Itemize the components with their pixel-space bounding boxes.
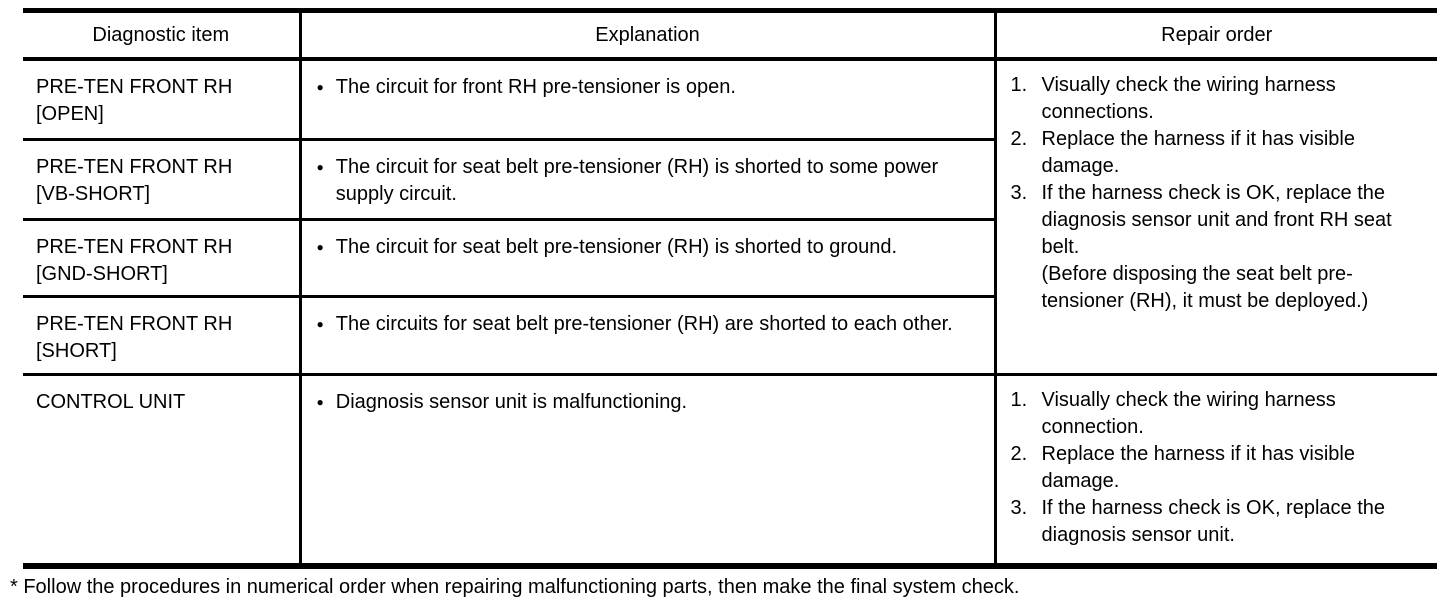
header-row: Diagnostic item Explanation Repair order — [23, 10, 1437, 61]
repair-order-cell: Visually check the wiring harness connec… — [993, 57, 1437, 374]
explanation-cell: ● The circuits for seat belt pre-tension… — [298, 294, 995, 374]
explanation-cell: ● The circuit for seat belt pre-tensione… — [298, 137, 995, 219]
bullet-icon: ● — [316, 239, 324, 254]
bullet-icon: ● — [316, 316, 324, 331]
column-header-repair-order: Repair order — [993, 10, 1437, 61]
repair-step: If the harness check is OK, replace the … — [1011, 180, 1392, 312]
table-row: PRE-TEN FRONT RH [OPEN] ● The circuit fo… — [23, 57, 1437, 374]
explanation-entry: ● The circuit for front RH pre-tensioner… — [317, 74, 984, 101]
column-header-explanation: Explanation — [298, 10, 995, 61]
explanation-entry: ● The circuits for seat belt pre-tension… — [317, 311, 984, 338]
explanation-text: Diagnosis sensor unit is malfunctioning. — [335, 390, 688, 413]
bullet-icon: ● — [316, 394, 324, 409]
explanation-entry: ● The circuit for seat belt pre-tensione… — [317, 154, 984, 208]
explanation-cell: ● The circuit for front RH pre-tensioner… — [298, 57, 995, 139]
explanation-cell: ● The circuit for seat belt pre-tensione… — [298, 217, 995, 296]
repair-steps-list: Visually check the wiring harness connec… — [1011, 72, 1432, 315]
footnote: * Follow the procedures in numerical ord… — [10, 576, 1020, 598]
repair-step: If the harness check is OK, replace the … — [1011, 495, 1386, 546]
table-row: CONTROL UNIT ● Diagnosis sensor unit is … — [23, 372, 1437, 566]
bullet-icon: ● — [316, 159, 324, 174]
repair-step: Visually check the wiring harness connec… — [1011, 387, 1336, 438]
explanation-entry: ● Diagnosis sensor unit is malfunctionin… — [317, 389, 984, 416]
explanation-cell: ● Diagnosis sensor unit is malfunctionin… — [298, 372, 995, 566]
explanation-text: The circuit for seat belt pre-tensioner … — [335, 155, 939, 205]
diagnostic-item-cell: CONTROL UNIT — [23, 372, 300, 566]
column-header-diagnostic-item: Diagnostic item — [23, 10, 300, 61]
diagnostic-item-cell: PRE-TEN FRONT RH [SHORT] — [23, 294, 300, 374]
explanation-entry: ● The circuit for seat belt pre-tensione… — [317, 234, 984, 261]
repair-step: Replace the harness if it has visible da… — [1011, 126, 1356, 177]
repair-step: Replace the harness if it has visible da… — [1011, 441, 1356, 492]
explanation-text: The circuit for front RH pre-tensioner i… — [335, 76, 736, 98]
diagnostic-item-cell: PRE-TEN FRONT RH [VB-SHORT] — [23, 137, 300, 219]
diagnostic-item-cell: PRE-TEN FRONT RH [OPEN] — [23, 57, 300, 139]
table-row: PRE-TEN FRONT RH [VB-SHORT] ● The circui… — [23, 137, 1437, 219]
explanation-text: The circuits for seat belt pre-tensioner… — [335, 312, 953, 335]
repair-order-cell: Visually check the wiring harness connec… — [993, 372, 1437, 566]
explanation-text: The circuit for seat belt pre-tensioner … — [335, 235, 898, 258]
bullet-icon: ● — [316, 80, 324, 94]
repair-step: Visually check the wiring harness connec… — [1011, 72, 1336, 123]
repair-steps-list: Visually check the wiring harness connec… — [1011, 387, 1432, 549]
table-row: PRE-TEN FRONT RH [SHORT] ● The circuits … — [23, 294, 1437, 374]
diagnostic-table: Diagnostic item Explanation Repair order… — [23, 8, 1437, 569]
diagnostic-item-cell: PRE-TEN FRONT RH [GND-SHORT] — [23, 217, 300, 296]
table-row: PRE-TEN FRONT RH [GND-SHORT] ● The circu… — [23, 217, 1437, 296]
